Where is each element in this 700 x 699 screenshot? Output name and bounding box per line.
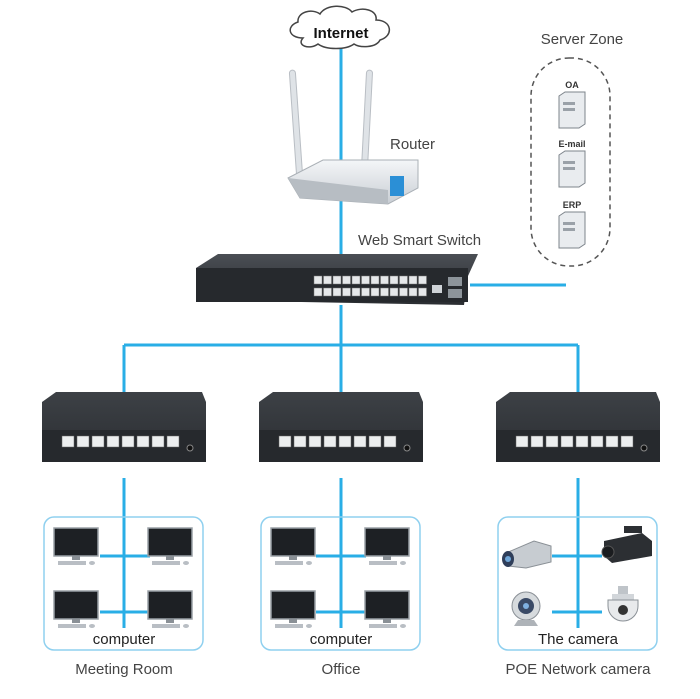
- access-switch-port: [620, 435, 634, 448]
- switch-port: [380, 287, 389, 297]
- computer-icon: [270, 527, 316, 565]
- access-switches: [42, 392, 660, 462]
- switch-port: [389, 275, 399, 285]
- access-switch-1: [42, 392, 206, 462]
- access-switch-port: [151, 435, 165, 448]
- access-switch-port: [530, 435, 544, 448]
- switch-port: [342, 287, 351, 297]
- computer-icon: [270, 590, 316, 628]
- computer-icon: [364, 590, 410, 628]
- switch-port: [389, 287, 399, 297]
- bullet-camera-icon: [502, 540, 552, 569]
- server-zone-title: Server Zone: [541, 31, 624, 48]
- server-erp-icon: [558, 211, 586, 249]
- switch-port: [418, 275, 427, 285]
- camera-inner-label: The camera: [538, 631, 619, 648]
- office-box: [260, 516, 421, 651]
- access-switch-port: [605, 435, 619, 448]
- computer-icon: [147, 590, 193, 628]
- access-switch-port: [293, 435, 307, 448]
- office-inner-label: computer: [310, 631, 373, 648]
- access-switch-port: [278, 435, 292, 448]
- access-switch-port: [575, 435, 589, 448]
- access-switch-port: [121, 435, 135, 448]
- internet-cloud: Internet: [289, 5, 390, 50]
- computer-icon: [53, 527, 99, 565]
- box-camera-icon: [601, 526, 652, 563]
- access-switch-port: [76, 435, 90, 448]
- switch-port: [408, 287, 418, 297]
- switch-port: [399, 287, 408, 297]
- connection-lines: [100, 45, 602, 628]
- router-device: [287, 69, 419, 205]
- switch-port: [408, 275, 418, 285]
- switch-port: [351, 275, 361, 285]
- access-switch-3: [496, 392, 660, 462]
- server-zone-boundary: [530, 57, 611, 267]
- access-switch-port: [545, 435, 559, 448]
- switch-port: [313, 287, 323, 297]
- web-smart-switch-device: [196, 254, 478, 305]
- access-switch-port: [323, 435, 337, 448]
- switch-port: [380, 275, 389, 285]
- dome-camera-icon: [607, 586, 639, 622]
- server-oa-icon: [558, 91, 586, 129]
- switch-port: [332, 275, 342, 285]
- server-label: ERP: [563, 200, 582, 210]
- internet-label: Internet: [313, 25, 368, 42]
- computer-icon: [364, 527, 410, 565]
- server-email-icon: [558, 150, 586, 188]
- switch-port: [361, 287, 370, 297]
- webcam-icon: [511, 591, 541, 626]
- switch-port: [332, 287, 342, 297]
- switch-port: [351, 287, 361, 297]
- server-label: OA: [565, 80, 579, 90]
- switch-port: [370, 275, 380, 285]
- switch-label: Web Smart Switch: [358, 232, 481, 249]
- router-label: Router: [390, 136, 435, 153]
- switch-port: [342, 275, 351, 285]
- access-switch-port: [308, 435, 322, 448]
- computer-icon: [53, 590, 99, 628]
- switch-port: [323, 287, 332, 297]
- switch-ports: [313, 275, 427, 297]
- office-caption: Office: [322, 661, 361, 678]
- access-switch-port: [368, 435, 382, 448]
- meeting-room-inner-label: computer: [93, 631, 156, 648]
- camera-caption: POE Network camera: [505, 661, 651, 678]
- camera-box: [497, 516, 658, 651]
- server-label: E-mail: [558, 139, 585, 149]
- computer-icons: [53, 527, 410, 628]
- access-switch-port: [515, 435, 529, 448]
- access-switch-port: [166, 435, 180, 448]
- access-switch-port: [590, 435, 604, 448]
- access-switch-port: [560, 435, 574, 448]
- access-switch-2: [259, 392, 423, 462]
- access-switch-port: [136, 435, 150, 448]
- access-switch-port: [106, 435, 120, 448]
- switch-port: [370, 287, 380, 297]
- access-switch-port: [338, 435, 352, 448]
- switch-port: [323, 275, 332, 285]
- access-switch-port: [353, 435, 367, 448]
- switch-port: [361, 275, 370, 285]
- access-switch-port: [383, 435, 397, 448]
- access-switch-port: [91, 435, 105, 448]
- switch-port: [418, 287, 427, 297]
- meeting-room-caption: Meeting Room: [75, 661, 173, 678]
- access-switch-port: [61, 435, 75, 448]
- switch-port: [313, 275, 323, 285]
- computer-icon: [147, 527, 193, 565]
- meeting-room-box: [43, 516, 204, 651]
- switch-port: [399, 275, 408, 285]
